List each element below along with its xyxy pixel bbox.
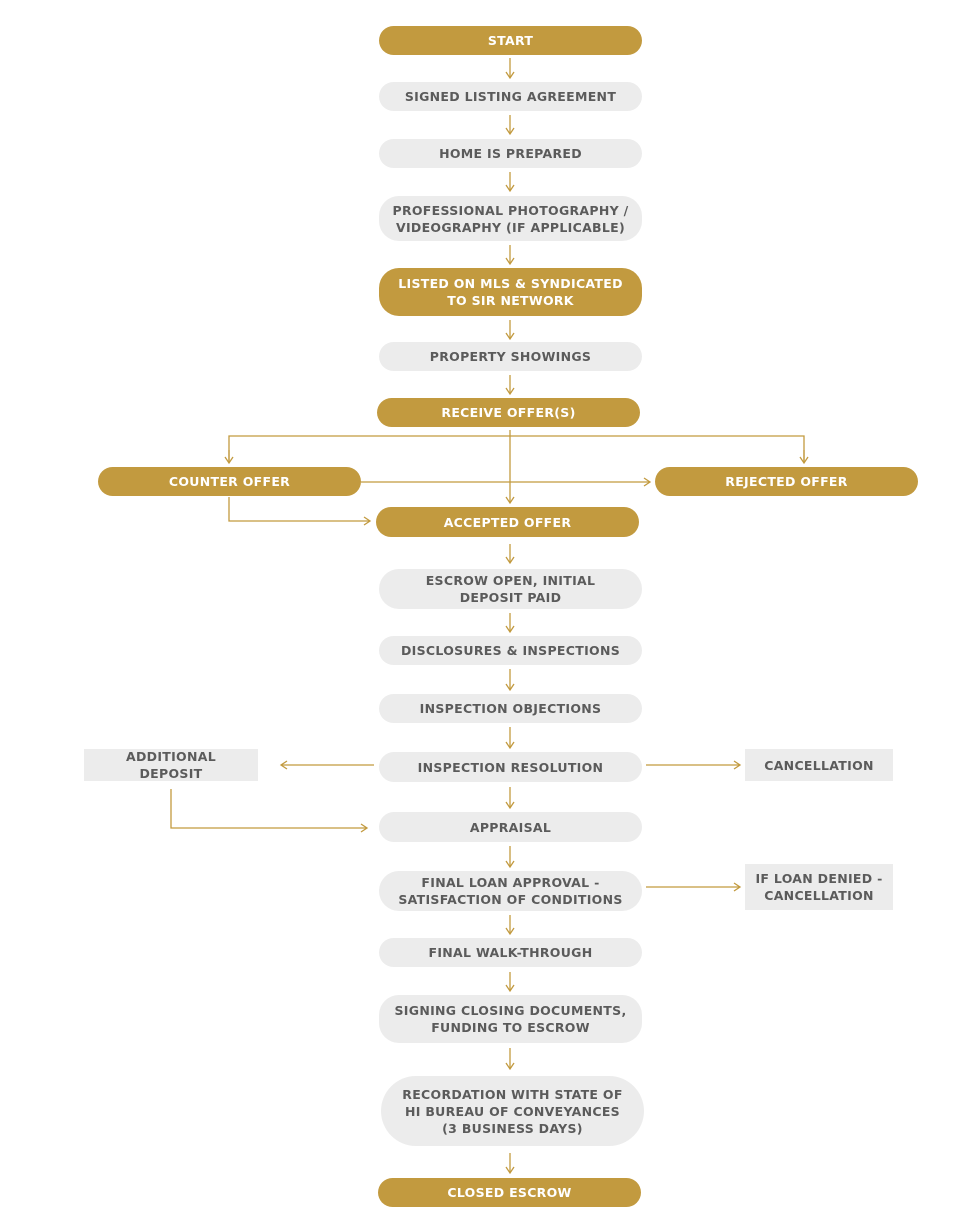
node-start: START	[379, 26, 642, 55]
node-counter-offer: COUNTER OFFER	[98, 467, 361, 496]
node-receive-offers: RECEIVE OFFER(S)	[377, 398, 640, 427]
arrow-additional-to-appraisal	[170, 789, 369, 833]
branch-line	[228, 435, 805, 462]
node-inspection-resolution: INSPECTION RESOLUTION	[379, 752, 642, 782]
node-loan-denied-cancellation: IF LOAN DENIED - CANCELLATION	[745, 864, 893, 910]
node-disclosures-inspections: DISCLOSURES & INSPECTIONS	[379, 636, 642, 665]
node-final-walk-through: FINAL WALK-THROUGH	[379, 938, 642, 967]
node-cancellation: CANCELLATION	[745, 749, 893, 781]
node-signing-closing-documents: SIGNING CLOSING DOCUMENTS, FUNDING TO ES…	[379, 995, 642, 1043]
node-additional-deposit: ADDITIONAL DEPOSIT	[84, 749, 258, 781]
node-recordation: RECORDATION WITH STATE OF HI BUREAU OF C…	[381, 1076, 644, 1146]
node-appraisal: APPRAISAL	[379, 812, 642, 842]
node-final-loan-approval: FINAL LOAN APPROVAL - SATISFACTION OF CO…	[379, 871, 642, 911]
node-professional-photography: PROFESSIONAL PHOTOGRAPHY / VIDEOGRAPHY (…	[379, 196, 642, 241]
node-listed-on-mls: LISTED ON MLS & SYNDICATED TO SIR NETWOR…	[379, 268, 642, 316]
node-property-showings: PROPERTY SHOWINGS	[379, 342, 642, 371]
node-home-prepared: HOME IS PREPARED	[379, 139, 642, 168]
node-accepted-offer: ACCEPTED OFFER	[376, 507, 639, 537]
node-signed-listing-agreement: SIGNED LISTING AGREEMENT	[379, 82, 642, 111]
node-inspection-objections: INSPECTION OBJECTIONS	[379, 694, 642, 723]
node-rejected-offer: REJECTED OFFER	[655, 467, 918, 496]
node-closed-escrow: CLOSED ESCROW	[378, 1178, 641, 1207]
arrow-counter-to-accepted	[228, 497, 372, 526]
node-escrow-open: ESCROW OPEN, INITIAL DEPOSIT PAID	[379, 569, 642, 609]
